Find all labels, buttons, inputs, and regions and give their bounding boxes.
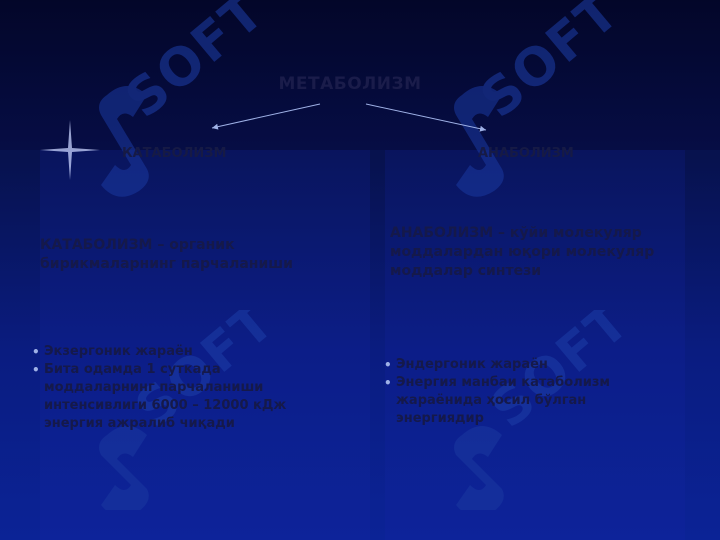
watermark-logo: SOFT bbox=[99, 0, 276, 197]
anabolism-definition: АНАБОЛИЗМ – кўйи молекуляр моддалардан ю… bbox=[390, 225, 655, 279]
catabolism-bullets: • Экзергоник жараён • Бита одамда 1 суткад… bbox=[32, 343, 322, 433]
right-column-band bbox=[385, 150, 685, 540]
arrow-left bbox=[211, 103, 321, 130]
left-column-band bbox=[40, 150, 370, 540]
bullet-icon: • bbox=[384, 358, 392, 372]
bullet-icon: • bbox=[32, 345, 40, 359]
anabolism-bullets: • Эндергоник жараён • Энергия манбаи катаб… bbox=[384, 356, 674, 428]
bullet-icon: • bbox=[32, 363, 40, 377]
watermark-logo: SOFT bbox=[99, 310, 286, 510]
list-item: • Энергия манбаи катаболизм жараёнида ҳос… bbox=[384, 374, 674, 428]
catabolism-heading: КАТАБОЛИЗМ bbox=[122, 146, 227, 161]
list-item: • Эндергоник жараён bbox=[384, 356, 674, 374]
bullet-text: Эндергоник жараён bbox=[396, 357, 548, 372]
list-item: • Экзергоник жараён bbox=[32, 343, 322, 361]
watermark-logo: SOFT bbox=[454, 0, 631, 197]
bullet-text: Экзергоник жараён bbox=[44, 344, 193, 359]
bullet-text: Энергия манбаи катаболизм жараёнида ҳоси… bbox=[396, 375, 611, 426]
slide-title: МЕТАБОЛИЗМ bbox=[278, 74, 422, 94]
list-item: • Бита одамда 1 суткада моддаларнинг парч… bbox=[32, 361, 322, 433]
bullet-icon: • bbox=[384, 376, 392, 390]
catabolism-definition: КАТАБОЛИЗМ – органик бирикмаларнинг парч… bbox=[40, 237, 293, 272]
anabolism-heading: АНАБОЛИЗМ bbox=[478, 146, 574, 161]
sparkle-icon bbox=[40, 120, 100, 180]
bullet-text: Бита одамда 1 суткада моддаларнинг парча… bbox=[44, 362, 287, 431]
branch-arrows bbox=[211, 103, 487, 132]
arrow-right bbox=[365, 103, 487, 132]
watermark-logo: SOFT bbox=[454, 310, 641, 510]
